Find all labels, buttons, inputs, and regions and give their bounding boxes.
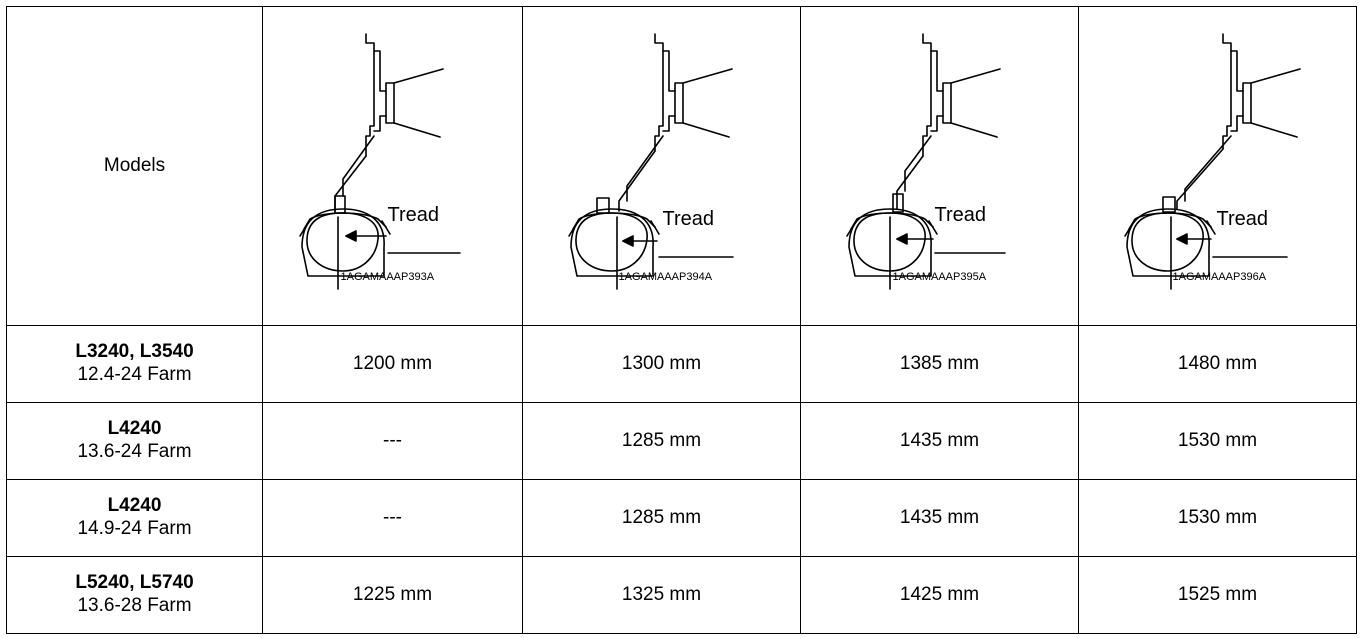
tread-value: 1300 mm: [522, 325, 801, 403]
tread-value: 1385 mm: [800, 325, 1079, 403]
tire-size: 14.9-24 Farm: [77, 518, 192, 539]
tread-value: 1225 mm: [262, 556, 523, 634]
tread-value: 1325 mm: [522, 556, 801, 634]
wheel-tread-icon: [1123, 33, 1301, 290]
wheel-tread-diagram-1: Tread 1AGAMAAAP393A: [298, 31, 488, 301]
wheel-tread-diagram-4: Tread 1AGAMAAAP396A: [1123, 31, 1313, 301]
tread-value: ---: [262, 402, 523, 480]
tread-value: ---: [262, 479, 523, 557]
tread-value: 1435 mm: [800, 479, 1079, 557]
models-header: Models: [6, 6, 263, 326]
model-cell: L5240, L5740 13.6-28 Farm: [6, 556, 263, 634]
tread-value: 1285 mm: [522, 479, 801, 557]
figure-code: 1AGAMAAAP395A: [892, 271, 987, 283]
wheel-tread-icon: [845, 33, 1006, 290]
tread-value: 1480 mm: [1078, 325, 1357, 403]
tire-size: 12.4-24 Farm: [77, 364, 192, 385]
diagram-cell-2: Tread 1AGAMAAAP394A: [522, 6, 801, 326]
model-name: L4240: [107, 495, 162, 517]
wheel-tread-icon: [298, 33, 461, 290]
figure-code: 1AGAMAAAP396A: [1172, 271, 1267, 283]
tire-size: 13.6-24 Farm: [77, 441, 192, 462]
tread-value: 1435 mm: [800, 402, 1079, 480]
tread-value: 1425 mm: [800, 556, 1079, 634]
model-cell: L4240 14.9-24 Farm: [6, 479, 263, 557]
model-name: L4240: [107, 418, 162, 440]
tread-value: 1285 mm: [522, 402, 801, 480]
table-row: L4240 13.6-24 Farm --- 1285 mm 1435 mm 1…: [6, 402, 1357, 480]
table-row: L3240, L3540 12.4-24 Farm 1200 mm 1300 m…: [6, 325, 1357, 403]
tread-label: Tread: [1216, 208, 1269, 230]
wheel-tread-diagram-3: Tread 1AGAMAAAP395A: [845, 31, 1035, 301]
model-cell: L3240, L3540 12.4-24 Farm: [6, 325, 263, 403]
tread-value: 1200 mm: [262, 325, 523, 403]
header-row: Models: [6, 6, 1357, 326]
model-cell: L4240 13.6-24 Farm: [6, 402, 263, 480]
tread-value: 1525 mm: [1078, 556, 1357, 634]
tire-size: 13.6-28 Farm: [77, 595, 192, 616]
tread-label: Tread: [662, 208, 715, 230]
diagram-cell-4: Tread 1AGAMAAAP396A: [1078, 6, 1357, 326]
tread-label: Tread: [387, 204, 440, 226]
tread-value: 1530 mm: [1078, 402, 1357, 480]
model-name: L3240, L3540: [75, 341, 194, 363]
tread-width-table: Models: [6, 6, 1357, 634]
wheel-tread-diagram-2: Tread 1AGAMAAAP394A: [567, 31, 757, 301]
diagram-cell-1: Tread 1AGAMAAAP393A: [262, 6, 523, 326]
table-row: L5240, L5740 13.6-28 Farm 1225 mm 1325 m…: [6, 556, 1357, 634]
diagram-cell-3: Tread 1AGAMAAAP395A: [800, 6, 1079, 326]
figure-code: 1AGAMAAAP394A: [618, 271, 713, 283]
table-row: L4240 14.9-24 Farm --- 1285 mm 1435 mm 1…: [6, 479, 1357, 557]
figure-code: 1AGAMAAAP393A: [340, 271, 435, 283]
model-name: L5240, L5740: [75, 572, 194, 594]
tread-label: Tread: [934, 204, 987, 226]
tread-value: 1530 mm: [1078, 479, 1357, 557]
wheel-tread-icon: [567, 33, 734, 290]
